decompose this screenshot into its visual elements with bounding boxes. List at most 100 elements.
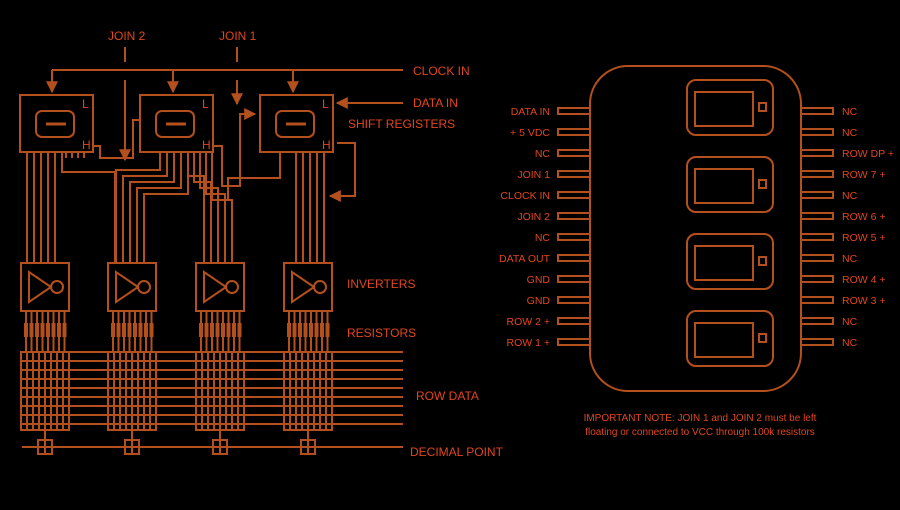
inverter-3 (195, 262, 245, 312)
resistor (29, 323, 34, 337)
resistor (57, 323, 61, 337)
resistor (144, 323, 148, 337)
pin-label: ROW 5 + (842, 232, 885, 244)
pin-label: GND (527, 274, 551, 286)
pin-left-11: ROW 2 + (507, 316, 591, 328)
sr3-low-mark: L (322, 97, 329, 111)
resistor (46, 323, 50, 337)
pin-right-10: ROW 3 + (800, 295, 885, 307)
pin-label: GND (527, 295, 551, 307)
schematic-block: L H L H L H JOIN 2 JOIN 1 CLOCK IN (19, 29, 504, 459)
resistor (138, 323, 143, 337)
pin-right-5: NC (800, 190, 858, 202)
bundle-3 (187, 152, 281, 263)
pin-label: NC (842, 106, 858, 118)
pin-right-3: ROW DP + (800, 148, 894, 160)
right-pins: NC NC ROW DP + ROW 7 + NC ROW 6 + ROW 5 + NC ROW… (800, 106, 894, 349)
pin-left-9: GND (527, 274, 591, 286)
pin-left-4: JOIN 1 (517, 169, 591, 181)
pin-label: CLOCK IN (500, 190, 550, 202)
bundle-wire (136, 152, 182, 263)
resistor (232, 323, 236, 337)
resistor (298, 323, 302, 337)
cascade-2-3 (213, 108, 257, 187)
resistor (215, 323, 220, 337)
pin-label: + 5 VDC (510, 127, 550, 139)
wire-bundles (26, 152, 325, 263)
inverters-label: INVERTERS (347, 277, 415, 291)
pin-right-8: NC (800, 253, 858, 265)
resistor (40, 323, 45, 337)
pin-right-12: NC (800, 337, 858, 349)
resistor-pack-4 (287, 311, 330, 352)
bundle-wire (122, 152, 168, 263)
resistor-pack-2 (111, 311, 154, 352)
bundle-wire (205, 152, 226, 263)
pin-left-10: GND (527, 295, 591, 307)
dp-box-1 (37, 439, 53, 455)
cross-feed-wire (227, 152, 281, 263)
bundle-wire (199, 152, 219, 263)
resistor (149, 323, 154, 337)
digit-window-1 (686, 79, 774, 136)
resistor (303, 323, 308, 337)
row-data-bus (21, 351, 403, 425)
pin-left-2: + 5 VDC (510, 127, 591, 139)
pin-left-3: NC (535, 148, 591, 160)
row-data-label: ROW DATA (416, 389, 479, 403)
matrix-1 (20, 351, 70, 431)
resistor-pack-1 (24, 311, 67, 352)
pin-label: ROW 4 + (842, 274, 885, 286)
sr1-ticks (65, 152, 85, 158)
matrix-4 (283, 351, 333, 431)
pin-label: JOIN 1 (517, 169, 550, 181)
pin-label: NC (842, 316, 858, 328)
decimal-point-label: DECIMAL POINT (410, 445, 504, 459)
resistor (122, 323, 126, 337)
resistor (199, 323, 203, 337)
pin-label: ROW 3 + (842, 295, 885, 307)
resistor-row (24, 311, 330, 352)
clock-in-label: CLOCK IN (413, 64, 470, 78)
resistor (237, 323, 242, 337)
pin-left-1: DATA IN (511, 106, 591, 118)
resistor (325, 323, 330, 337)
feedback-loop (328, 142, 356, 202)
inverter-2 (107, 262, 157, 312)
pin-label: ROW 1 + (507, 337, 550, 349)
resistor (210, 323, 214, 337)
shift-registers-label: SHIFT REGISTERS (348, 117, 455, 131)
bundle-4 (295, 152, 325, 263)
join2-label: JOIN 2 (108, 29, 146, 43)
digit-window-2 (686, 156, 774, 213)
sr1-high-mark: H (82, 138, 91, 152)
pin-right-4: ROW 7 + (800, 169, 885, 181)
pin-right-2: NC (800, 127, 858, 139)
bundle-2 (61, 152, 189, 263)
data-in-label: DATA IN (413, 96, 458, 110)
join1-label: JOIN 1 (219, 29, 257, 43)
pin-label: ROW 6 + (842, 211, 885, 223)
dp-box-3 (212, 439, 228, 455)
pin-right-1: NC (800, 106, 858, 118)
resistor (127, 323, 132, 337)
resistor (35, 323, 39, 337)
pin-label: ROW 2 + (507, 316, 550, 328)
dp-box-4 (300, 439, 316, 455)
note-line-2: floating or connected to VCC through 100… (585, 427, 815, 438)
resistor (24, 323, 28, 337)
inverter-1 (20, 262, 70, 312)
digit-window-3 (686, 233, 774, 290)
pin-label: NC (842, 253, 858, 265)
pin-label: ROW 7 + (842, 169, 885, 181)
pin-label: NC (535, 148, 551, 160)
matrix-3 (195, 351, 245, 431)
dp-box-2 (124, 439, 140, 455)
package-body (589, 65, 802, 392)
shift-register-1 (19, 94, 94, 153)
sr2-low-mark: L (202, 97, 209, 111)
pin-label: ROW DP + (842, 148, 894, 160)
bundle-wire (193, 152, 212, 263)
